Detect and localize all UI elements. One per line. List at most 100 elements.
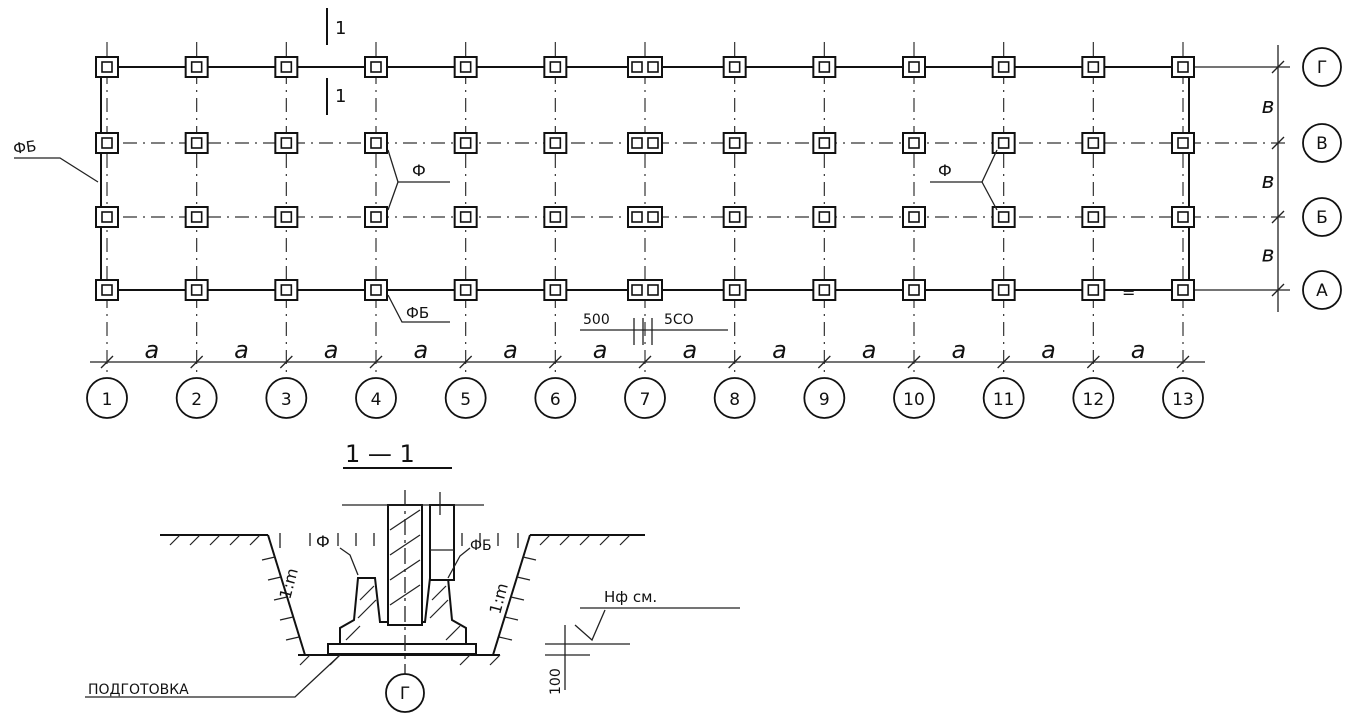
column-footing [543, 206, 568, 228]
column-footing [902, 206, 926, 228]
span-label: a [503, 336, 518, 364]
column-footing [812, 206, 837, 228]
column-axis-label: 8 [729, 390, 740, 410]
column-footing [902, 56, 926, 78]
column-footing [274, 206, 299, 228]
column-footing [991, 56, 1016, 78]
column-footing [722, 132, 747, 154]
span-label: a [1041, 336, 1056, 364]
column-axis-label: 1 [102, 390, 113, 410]
span-label: a [324, 336, 339, 364]
column-axis-label: 13 [1172, 390, 1194, 410]
column-footing [274, 132, 299, 154]
leader-f-left: Ф [387, 149, 450, 211]
column-footing [1171, 56, 1195, 78]
column-footing [1081, 279, 1106, 301]
column-footing [991, 279, 1016, 301]
column-footing [95, 56, 119, 78]
column-footing [1081, 56, 1106, 78]
bay-label: в [1262, 94, 1275, 119]
section-label-f: Ф [316, 532, 330, 551]
column-axis-bubble: 10 [893, 377, 935, 419]
foundation-beam-section [429, 504, 455, 581]
column-footing [184, 279, 209, 301]
label-fb-left: ФБ [12, 137, 37, 158]
column-axis-bubble: 5 [444, 377, 487, 419]
dim-500-right: 5CO [664, 312, 694, 328]
row-axis-bubble: Г [1302, 47, 1342, 87]
leader-f-right: Ф [930, 149, 998, 211]
column-axis-bubble: 13 [1162, 377, 1204, 419]
column-footing [543, 56, 568, 78]
footing-section [339, 577, 467, 645]
ground-hatch [169, 534, 631, 546]
column-footing [902, 132, 926, 154]
column-footing [274, 279, 299, 301]
column-footing [95, 132, 119, 154]
column-axis-bubble: 1 [86, 377, 128, 419]
row-axis-label: Б [1316, 208, 1328, 228]
section-cut-top: 1 [335, 18, 346, 39]
backfill-marks [279, 533, 519, 548]
section-axis-label: Г [400, 684, 410, 704]
column-footing [812, 132, 837, 154]
bay-label: в [1262, 169, 1275, 194]
column-footing [1171, 206, 1195, 228]
column-footing [812, 56, 837, 78]
column-footing [1081, 132, 1106, 154]
column-footing [364, 206, 388, 228]
row-axis-label: А [1316, 281, 1328, 301]
column-footing [543, 132, 568, 154]
row-axis-bubble: Б [1302, 197, 1342, 237]
column-footing [364, 132, 388, 154]
span-label: a [413, 336, 428, 364]
label-fb-bottom: ФБ [406, 304, 429, 322]
section-1-1: 1 — 1 [85, 440, 740, 713]
span-label: a [951, 336, 966, 364]
slope-right: 1:m [486, 581, 512, 616]
column-axis-bubble: 9 [803, 377, 846, 419]
column-footing [364, 56, 388, 78]
prep-thickness: 100 [548, 668, 564, 695]
column-footing [184, 56, 209, 78]
preparation-layer [327, 643, 477, 655]
column-axis-bubble: 12 [1072, 377, 1115, 419]
column-axis-bubble: 7 [624, 377, 666, 419]
column-axis-bubble: 3 [265, 377, 308, 419]
bay-label: в [1262, 243, 1275, 268]
column-footing [627, 56, 663, 78]
leader-fb-bottom: ФБ [387, 294, 450, 323]
prep-label: ПОДГОТОВКА [88, 682, 189, 698]
span-label: a [144, 336, 159, 364]
column-footing [722, 56, 747, 78]
row-axis-label: В [1316, 134, 1328, 154]
row-axis-bubble: А [1302, 270, 1342, 310]
column-footing [453, 206, 478, 228]
depth-label: Нф см. [604, 588, 657, 606]
bay-labels: в в в [1262, 94, 1275, 268]
section-cut-bottom: 1 [335, 86, 346, 107]
column-footing [95, 279, 119, 301]
column-footing [274, 56, 299, 78]
column-footing [627, 206, 663, 228]
column-footing [184, 132, 209, 154]
column-axis-bubble: 6 [534, 377, 577, 419]
column-axis-label: 7 [640, 390, 651, 410]
column-axis-label: 3 [281, 390, 292, 410]
column-footing [453, 56, 478, 78]
column-footing [543, 279, 568, 301]
mark-equals: = [1122, 283, 1135, 302]
column-footing [991, 132, 1016, 154]
section-title: 1 — 1 [345, 440, 415, 468]
offset-dimension: 500 5CO [580, 312, 728, 345]
column-axis-label: 11 [993, 390, 1015, 410]
column-footing [991, 206, 1016, 228]
column-footing [722, 206, 747, 228]
span-label: a [593, 336, 608, 364]
column-footing [184, 206, 209, 228]
column-axis-bubble: 2 [175, 377, 218, 419]
column-footing [95, 206, 119, 228]
